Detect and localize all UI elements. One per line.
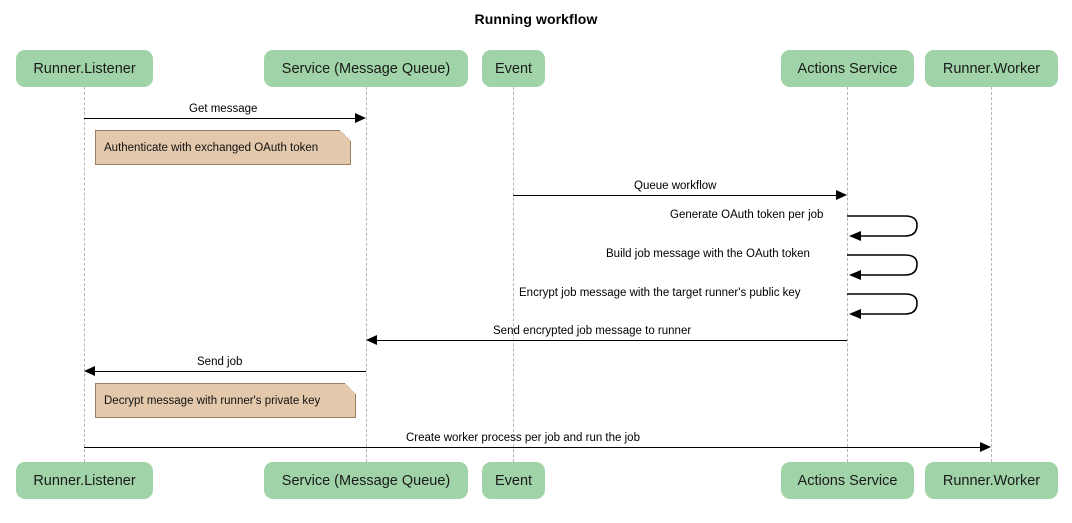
note-label: Authenticate with exchanged OAuth token: [104, 141, 319, 154]
participant-label: Actions Service: [797, 472, 898, 489]
participant-header-service-message-queue[interactable]: Service (Message Queue): [264, 50, 468, 87]
message-line-send-job: [95, 371, 366, 372]
participant-footer-runner-listener[interactable]: Runner.Listener: [16, 462, 153, 499]
participant-footer-actions-service[interactable]: Actions Service: [781, 462, 914, 499]
self-message-encrypt-job-message-with-the-target-runners-public-key: [847, 288, 927, 322]
message-label-create-worker-process-per-job-and-run-the-job: Create worker process per job and run th…: [406, 432, 640, 444]
note-authenticate-with-exchanged-oauth-token: Authenticate with exchanged OAuth token: [95, 130, 351, 165]
message-line-queue-workflow: [513, 195, 837, 196]
message-line-send-encrypted-job-message-to-runner: [377, 340, 847, 341]
lifeline-runner-listener: [84, 87, 85, 462]
message-arrowhead-queue-workflow: [836, 190, 847, 200]
message-arrowhead-send-job: [84, 366, 95, 376]
participant-header-event[interactable]: Event: [482, 50, 545, 87]
participant-footer-service-message-queue[interactable]: Service (Message Queue): [264, 462, 468, 499]
message-line-get-message: [84, 118, 356, 119]
note-fold-corner-icon: [339, 130, 351, 142]
self-message-generate-oauth-token-per-job: [847, 210, 927, 244]
page-title: Running workflow: [474, 11, 598, 27]
message-label-generate-oauth-token-per-job: Generate OAuth token per job: [670, 209, 824, 221]
note-fold-corner-icon: [344, 383, 356, 395]
participant-header-actions-service[interactable]: Actions Service: [781, 50, 914, 87]
message-label-build-job-message-with-the-oauth-token: Build job message with the OAuth token: [606, 248, 810, 260]
message-arrowhead-get-message: [355, 113, 366, 123]
participant-label: Runner.Worker: [942, 472, 1041, 489]
participant-header-runner-listener[interactable]: Runner.Listener: [16, 50, 153, 87]
participant-label: Runner.Listener: [33, 472, 136, 489]
lifeline-event: [513, 87, 514, 462]
note-label: Decrypt message with runner's private ke…: [104, 394, 321, 407]
lifeline-service-message-queue: [366, 87, 367, 462]
message-arrowhead-send-encrypted-job-message-to-runner: [366, 335, 377, 345]
lifeline-actions-service: [847, 87, 848, 462]
participant-label: Service (Message Queue): [281, 60, 451, 77]
self-message-build-job-message-with-the-oauth-token: [847, 249, 927, 283]
participant-label: Runner.Listener: [33, 60, 136, 77]
participant-header-runner-worker[interactable]: Runner.Worker: [925, 50, 1058, 87]
participant-footer-event[interactable]: Event: [482, 462, 545, 499]
message-label-encrypt-job-message-with-the-target-runners-public-key: Encrypt job message with the target runn…: [519, 287, 801, 299]
message-label-get-message: Get message: [189, 103, 258, 115]
participant-label: Event: [494, 472, 533, 489]
message-label-send-encrypted-job-message-to-runner: Send encrypted job message to runner: [493, 325, 692, 337]
participant-footer-runner-worker[interactable]: Runner.Worker: [925, 462, 1058, 499]
participant-label: Event: [494, 60, 533, 77]
lifeline-runner-worker: [991, 87, 992, 462]
participant-label: Runner.Worker: [942, 60, 1041, 77]
participant-label: Service (Message Queue): [281, 472, 451, 489]
message-label-send-job: Send job: [197, 356, 243, 368]
note-decrypt-message-with-runners-private-key: Decrypt message with runner's private ke…: [95, 383, 356, 418]
participant-label: Actions Service: [797, 60, 898, 77]
message-label-queue-workflow: Queue workflow: [634, 180, 717, 192]
message-line-create-worker-process-per-job-and-run-the-job: [84, 447, 981, 448]
message-arrowhead-create-worker-process-per-job-and-run-the-job: [980, 442, 991, 452]
